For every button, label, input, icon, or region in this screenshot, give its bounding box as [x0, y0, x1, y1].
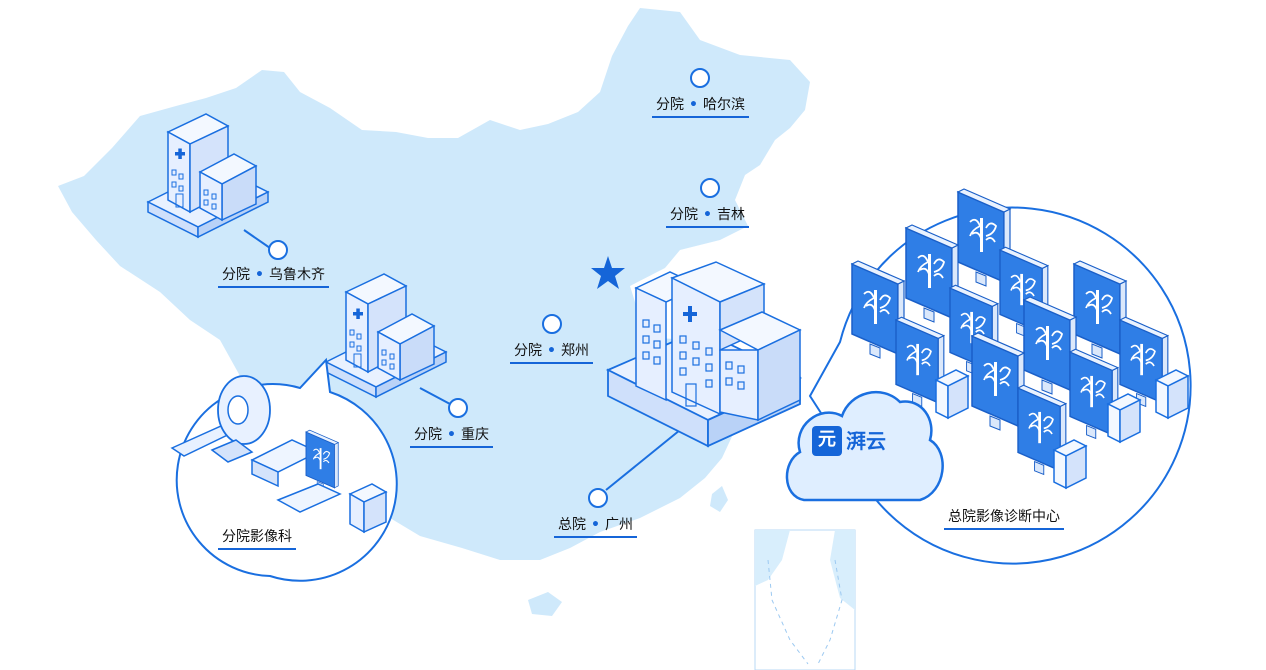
hainan-island [528, 592, 562, 616]
label-diagnosis-center: 总院影像诊断中心 [944, 508, 1064, 530]
label-city: 广州 [604, 517, 633, 533]
south-sea-inset [754, 529, 856, 670]
label-city: 乌鲁木齐 [268, 267, 325, 283]
label-city: 郑州 [560, 343, 589, 359]
china-map [58, 8, 810, 560]
imaging-dept-bubble [170, 357, 398, 582]
main-hospital-building-icon [605, 261, 803, 448]
label-prefix: 总院 [558, 517, 586, 533]
label-prefix: 分院 [222, 267, 250, 283]
cloud-brand: 湃云 [846, 429, 886, 453]
label-harbin: 分院•哈尔滨 [652, 96, 749, 118]
label-city: 重庆 [460, 427, 489, 443]
label-guangzhou: 总院•广州 [554, 516, 637, 538]
connector-lines [243, 229, 681, 491]
label-jilin: 分院•吉林 [666, 206, 749, 228]
location-dots [268, 68, 720, 508]
label-prefix: 分院 [514, 343, 542, 359]
label-urumqi: 分院•乌鲁木齐 [218, 266, 329, 288]
label-zhengzhou: 分院•郑州 [510, 342, 593, 364]
ct-scanner-icon [170, 375, 271, 463]
label-prefix: 分院 [414, 427, 442, 443]
cloud-logo: 元 [818, 429, 836, 450]
label-city: 吉林 [716, 207, 745, 223]
cloud-icon [785, 390, 944, 502]
taiwan-island [710, 486, 728, 512]
label-city: 哈尔滨 [702, 97, 745, 113]
capital-star-icon [591, 256, 625, 289]
label-chongqing: 分院•重庆 [410, 426, 493, 448]
label-imaging-dept: 分院影像科 [218, 528, 296, 550]
label-prefix: 分院 [656, 97, 684, 113]
label-prefix: 分院 [670, 207, 698, 223]
